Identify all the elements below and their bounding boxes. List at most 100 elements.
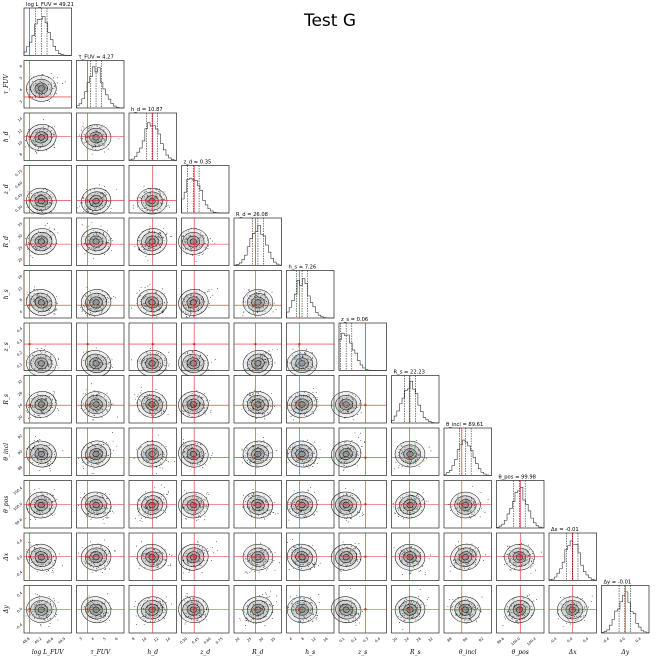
panel-8-4 [233,427,282,476]
truth-marker [151,243,154,246]
sample-points [25,223,59,258]
truth-marker [28,555,31,558]
truth-marker [151,456,154,459]
panel-8-8: θ_incl = 89.61 [443,422,492,476]
histogram-1 [76,66,125,109]
x-tick-label: 100.4 [526,636,537,646]
x-tick-label: 14 [165,636,172,642]
truth-marker [151,404,154,407]
truth-marker [254,503,257,506]
y-tick-label: 90 [17,449,24,455]
truth-marker [151,555,154,558]
x-tick-label: 99.6 [496,636,505,645]
density-contour [254,451,262,458]
x-tick-label: 0.0 [566,636,573,643]
panel-7-4 [233,375,282,424]
panel-8-5 [286,427,335,476]
x-tick-label: 5 [102,637,106,642]
x-tick-label: 100.0 [510,636,521,646]
panel-9-9: θ_pos = 99.98 [496,475,545,529]
truth-marker [193,503,196,506]
panel-frame [391,375,440,424]
y-tick-label: 12 [17,286,23,292]
density-contour [92,360,100,367]
x-axis-label-3: z_d [199,649,210,656]
y-tick-label: 0.45 [14,193,23,201]
panel-frame [338,375,387,424]
panel-10-8 [443,532,492,581]
param-summary-0: log L_FUV = 49.21 [26,2,74,8]
x-axis-label-5: h_s [305,649,315,656]
panel-4-4: R_d = 26.08 [233,212,282,266]
y-tick-label: 92 [17,434,23,440]
y-tick-label: 0.0 [16,606,23,613]
panel-frame [286,427,335,476]
panel-9-5 [286,480,335,529]
sample-points [448,486,489,519]
panel-5-2 [128,270,177,319]
truth-marker [298,555,301,558]
panel-5-5: h_s = 7.26 [286,265,335,319]
truth-marker [364,555,367,558]
truth-marker [364,608,367,611]
density-contour [342,554,350,561]
panel-frame [181,427,230,476]
density-contour [37,451,45,458]
panel-10-9 [496,532,545,581]
y-tick-label: 3 [19,100,23,105]
truth-marker [193,555,196,558]
y-tick-label: 0.1 [16,362,23,369]
panel-frame [286,322,335,371]
truth-marker [193,304,196,307]
panel-10-0: -0.40.00.4Δx [3,532,72,581]
y-axis-label-8: θ_incl [3,443,10,461]
x-tick-label: -0.4 [550,636,558,644]
x-axis-label-10: Δx [568,649,577,656]
density-contour [92,502,100,509]
truth-marker [298,343,301,346]
truth-marker [298,404,301,407]
panel-1-1: τ_FUV = 4.27 [76,55,125,109]
truth-marker [254,608,257,611]
x-tick-label: 0.3 [362,637,369,644]
density-contour [342,606,350,613]
x-tick-label: 12 [153,637,159,643]
x-tick-label: 10 [141,636,148,642]
truth-marker [28,404,31,407]
panel-6-2 [128,322,177,377]
panel-8-1 [76,427,125,476]
x-tick-label: 6 [114,636,119,641]
y-tick-label: 28 [17,391,24,397]
x-axis-label-9: θ_pos [512,649,529,656]
y-axis-label-3: z_d [3,184,10,195]
truth-marker [28,95,31,98]
truth-marker [193,343,196,346]
panel-6-3 [178,322,230,377]
y-tick-label: 0.30 [14,204,23,213]
y-axis-label-10: Δx [3,552,10,561]
y-tick-label: 99.6 [14,517,23,526]
x-tick-label: 30 [258,636,265,642]
param-summary-10: Δx = -0.01 [551,527,579,533]
x-tick-label: 4 [289,636,294,641]
truth-marker [571,608,574,611]
y-tick-label: 0.4 [16,538,23,545]
y-tick-label: 0.2 [16,350,23,357]
panel-frame [76,270,125,319]
panel-3-0: 0.300.450.600.75z_d [3,165,72,215]
y-tick-label: 0.60 [14,181,23,190]
density-contour [37,502,45,509]
sample-points [244,542,280,574]
density-contour [298,451,306,458]
panel-3-2 [128,165,177,215]
density-contour [406,451,414,458]
x-tick-label: 49.6 [46,636,55,645]
